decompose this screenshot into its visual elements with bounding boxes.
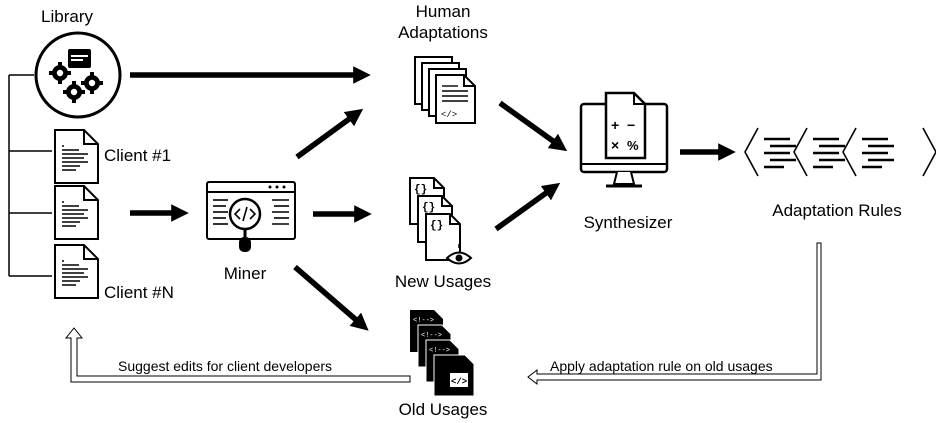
old-usages-files-icon: <!--> <!--> <!--> </> bbox=[410, 310, 475, 397]
adaptation-rules-label: Adaptation Rules bbox=[772, 201, 901, 220]
comment-tag-glyph-3: <!--> bbox=[429, 347, 450, 355]
old-usages-label: Old Usages bbox=[399, 400, 488, 419]
braces-glyph-2: {} bbox=[422, 202, 435, 214]
code-tag-glyph: </> bbox=[441, 110, 457, 120]
arrow-suggest-edits bbox=[64, 327, 411, 383]
library-label: Library bbox=[41, 7, 93, 26]
suggest-edits-label: Suggest edits for client developers bbox=[118, 358, 332, 374]
arrow-apply-rule bbox=[527, 242, 822, 386]
code-tag-glyph-old: </> bbox=[451, 377, 467, 387]
human-adaptations-files-icon: </> bbox=[414, 56, 476, 124]
human-adaptations-label-line1: Human bbox=[416, 2, 471, 21]
times-glyph: × bbox=[611, 137, 619, 153]
client-n-label: Client #N bbox=[104, 283, 174, 302]
client-1-label: Client #1 bbox=[104, 146, 171, 165]
apply-rule-label: Apply adaptation rule on old usages bbox=[550, 358, 773, 374]
client-n-document-icon bbox=[54, 244, 99, 299]
miner-code-search-icon bbox=[206, 181, 296, 252]
adaptation-rules-text-lines bbox=[764, 137, 894, 169]
flow-arrows bbox=[130, 66, 736, 331]
arrow-miner-to-old bbox=[293, 264, 369, 331]
comment-tag-glyph-2: <!--> bbox=[421, 332, 442, 340]
human-adaptations-label-line2: Adaptations bbox=[398, 23, 488, 42]
minus-glyph: − bbox=[627, 117, 635, 133]
adaptation-rules-icon bbox=[744, 127, 936, 177]
clients-bracket bbox=[8, 74, 52, 277]
percent-glyph: % bbox=[627, 138, 639, 153]
synthesizer-label: Synthesizer bbox=[584, 213, 673, 232]
braces-glyph-3: {} bbox=[430, 220, 443, 232]
miner-label: Miner bbox=[224, 264, 267, 283]
client-2-document-icon bbox=[54, 185, 99, 240]
new-usages-label: New Usages bbox=[395, 272, 491, 291]
arrow-new-to-synth bbox=[494, 182, 561, 232]
comment-tag-glyph-1: <!--> bbox=[413, 317, 434, 325]
client-1-document-icon bbox=[54, 129, 99, 184]
arrow-human-to-synth bbox=[498, 100, 568, 152]
library-gears-icon bbox=[34, 31, 122, 119]
braces-glyph-1: {} bbox=[414, 184, 427, 196]
arrow-miner-to-human bbox=[295, 108, 364, 160]
new-usages-files-icon: {} {} {} bbox=[409, 177, 473, 265]
synthesizer-monitor-icon: + − × % bbox=[579, 91, 669, 188]
plus-glyph: + bbox=[611, 117, 619, 133]
